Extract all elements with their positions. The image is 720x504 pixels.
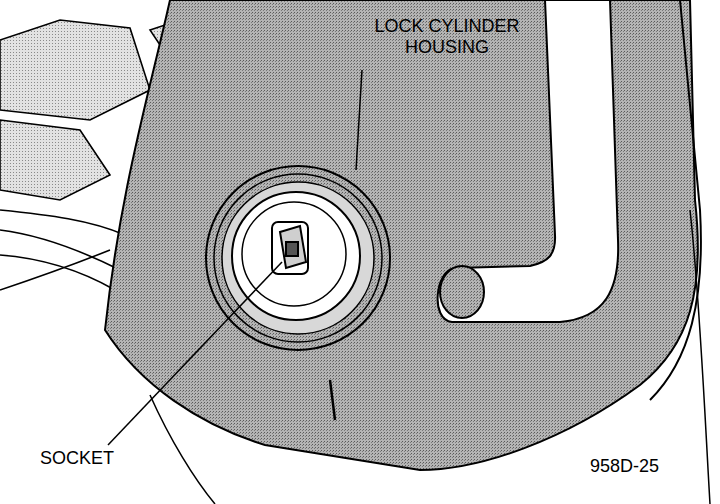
part-label: LOCK CYLINDER HOUSING xyxy=(362,16,532,57)
housing-edge xyxy=(650,0,701,400)
housing-edge xyxy=(690,210,710,504)
part-label: SOCKET xyxy=(40,448,150,469)
lever-pivot xyxy=(440,266,484,318)
column-housing xyxy=(105,0,698,470)
shroud-seam xyxy=(330,380,335,420)
leader-line xyxy=(108,262,282,445)
figure-number: 958D-25 xyxy=(590,456,710,477)
lock-cylinder-housing xyxy=(206,166,390,350)
shroud-edge xyxy=(150,395,215,504)
leader-line xyxy=(356,70,362,170)
